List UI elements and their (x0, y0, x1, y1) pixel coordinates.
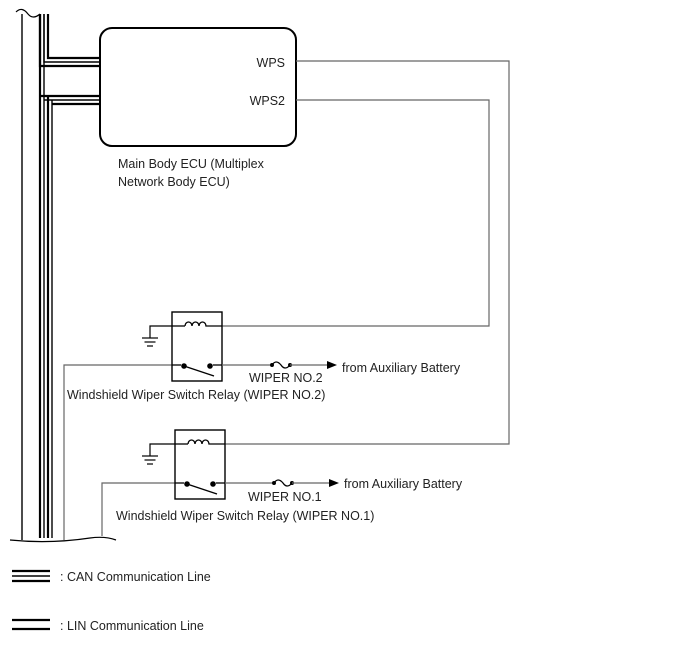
legend-lin-label: : LIN Communication Line (60, 619, 204, 633)
wps-wire (224, 60, 510, 445)
ecu-label-line2: Network Body ECU) (118, 175, 230, 189)
relay2-name-label: Windshield Wiper Switch Relay (WIPER NO.… (67, 388, 325, 402)
ecu-label-line1: Main Body ECU (Multiplex (118, 157, 265, 171)
legend-can-symbol (12, 569, 50, 583)
relay1-output-wire (101, 482, 175, 536)
ecu-pin-wps: WPS (257, 56, 285, 70)
wps2-wire (222, 99, 490, 327)
trunk-harness (9, 8, 117, 543)
relay-wiper-no2 (142, 311, 337, 382)
relay2-output-wire (63, 364, 172, 540)
relay-wiper-no1 (142, 429, 339, 500)
legend-lin-symbol (12, 618, 50, 631)
relay1-source-label: from Auxiliary Battery (344, 477, 463, 491)
relay2-fuse-label: WIPER NO.2 (249, 371, 323, 385)
relay1-name-label: Windshield Wiper Switch Relay (WIPER NO.… (116, 509, 374, 523)
signal-wires (63, 60, 510, 540)
legend-can-label: : CAN Communication Line (60, 570, 211, 584)
relay2-source-label: from Auxiliary Battery (342, 361, 461, 375)
relay1-fuse-label: WIPER NO.1 (248, 490, 322, 504)
ecu-pin-wps2: WPS2 (250, 94, 285, 108)
main-body-ecu-box (99, 27, 297, 147)
ecu-bus-connections (38, 14, 100, 106)
